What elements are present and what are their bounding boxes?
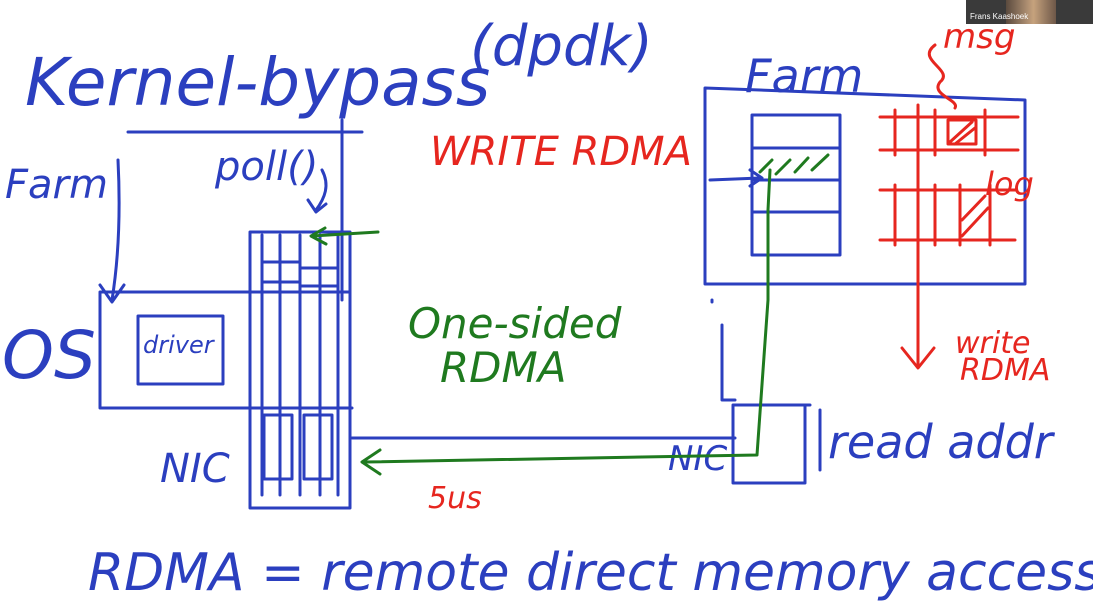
green-pointer-arrow bbox=[309, 226, 380, 246]
write-rdma-right-label-line2: RDMA bbox=[960, 353, 1050, 388]
write-rdma-down-arrow bbox=[900, 103, 936, 370]
log-hatching bbox=[960, 194, 990, 238]
poll-label: poll() bbox=[214, 144, 318, 190]
nic-slot-left bbox=[262, 413, 294, 481]
os-label: OS bbox=[2, 317, 96, 394]
log-label: log bbox=[985, 165, 1034, 203]
memory-pointer-arrow bbox=[708, 168, 764, 188]
nic-slot-right bbox=[302, 413, 334, 481]
msg-filled-slot bbox=[946, 118, 978, 146]
left-farm-label: Farm bbox=[5, 162, 108, 208]
remote-memory-hatch bbox=[758, 153, 830, 176]
right-nic-box bbox=[731, 403, 807, 485]
definition-text: RDMA = remote direct memory accessr bbox=[88, 543, 1093, 603]
right-machine-frame bbox=[703, 86, 1027, 304]
participant-video-tile[interactable]: Frans Kaashoek bbox=[966, 0, 1093, 24]
memory-region-box bbox=[750, 113, 842, 257]
driver-box bbox=[136, 314, 225, 386]
one-sided-label-line2: RDMA bbox=[440, 343, 567, 392]
queue-column-outer bbox=[248, 230, 352, 510]
title-text: Kernel-bypass bbox=[25, 44, 490, 121]
nic-right-label: NIC bbox=[668, 439, 727, 479]
msg-hatching bbox=[948, 120, 977, 146]
right-machine-lower-wall bbox=[720, 323, 737, 402]
participant-video-feed bbox=[1006, 0, 1056, 24]
right-farm-label: Farm bbox=[745, 49, 863, 103]
msg-bracket bbox=[927, 43, 957, 110]
title-note-text: (dpdk) bbox=[470, 14, 653, 79]
read-addr-label: read addr bbox=[828, 415, 1056, 469]
driver-label: driver bbox=[143, 331, 216, 359]
msg-buffer bbox=[878, 108, 1020, 157]
nic-left-label: NIC bbox=[160, 446, 230, 492]
write-rdma-top-label: WRITE RDMA bbox=[430, 129, 692, 175]
one-sided-label-line1: One-sided bbox=[408, 299, 622, 348]
poll-arrow bbox=[306, 168, 328, 214]
latency-label: 5us bbox=[428, 481, 482, 516]
rdma-path bbox=[360, 168, 772, 476]
queue-rings bbox=[260, 233, 340, 497]
log-buffer bbox=[878, 183, 1017, 247]
participant-name: Frans Kaashoek bbox=[970, 12, 1029, 21]
write-rdma-right-label-line1: write bbox=[955, 326, 1030, 361]
